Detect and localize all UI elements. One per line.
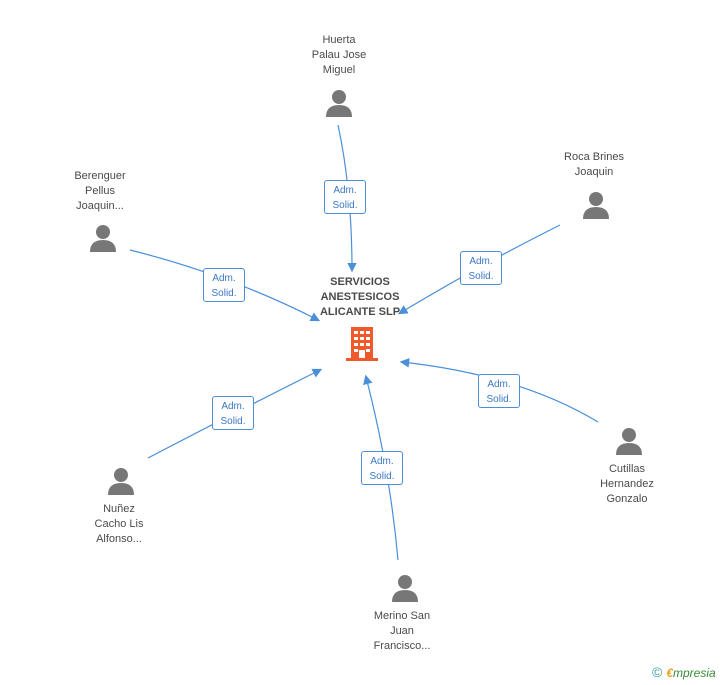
- person-label-roca[interactable]: Roca Brines Joaquin: [564, 151, 624, 178]
- person-icon[interactable]: [390, 573, 420, 603]
- person-icon[interactable]: [614, 426, 644, 456]
- building-icon[interactable]: [346, 327, 378, 361]
- person-label-nunez[interactable]: Nuñez Cacho Lis Alfonso...: [94, 503, 144, 545]
- relation-badge[interactable]: Adm.Solid.: [460, 251, 502, 285]
- person-icon[interactable]: [106, 466, 136, 496]
- person-label-merino[interactable]: Merino San Juan Francisco...: [373, 610, 431, 652]
- relation-badge[interactable]: Adm.Solid.: [361, 451, 403, 485]
- person-icon[interactable]: [324, 88, 354, 118]
- company-name[interactable]: SERVICIOS ANESTESICOS ALICANTE SLP: [319, 276, 401, 318]
- person-label-cutillas[interactable]: Cutillas Hernandez Gonzalo: [600, 463, 654, 505]
- relation-badge[interactable]: Adm.Solid.: [478, 374, 520, 408]
- relation-badge[interactable]: Adm.Solid.: [203, 268, 245, 302]
- person-label-berenguer[interactable]: Berenguer Pellus Joaquin...: [74, 170, 126, 212]
- brand-logo[interactable]: ©€mpresia: [652, 664, 716, 680]
- copyright-icon: ©: [652, 664, 663, 680]
- person-icon[interactable]: [581, 190, 611, 220]
- relation-badge[interactable]: Adm.Solid.: [212, 396, 254, 430]
- person-icon[interactable]: [88, 223, 118, 253]
- relation-badge[interactable]: Adm.Solid.: [324, 180, 366, 214]
- person-label-huerta[interactable]: Huerta Palau Jose Miguel: [311, 34, 367, 76]
